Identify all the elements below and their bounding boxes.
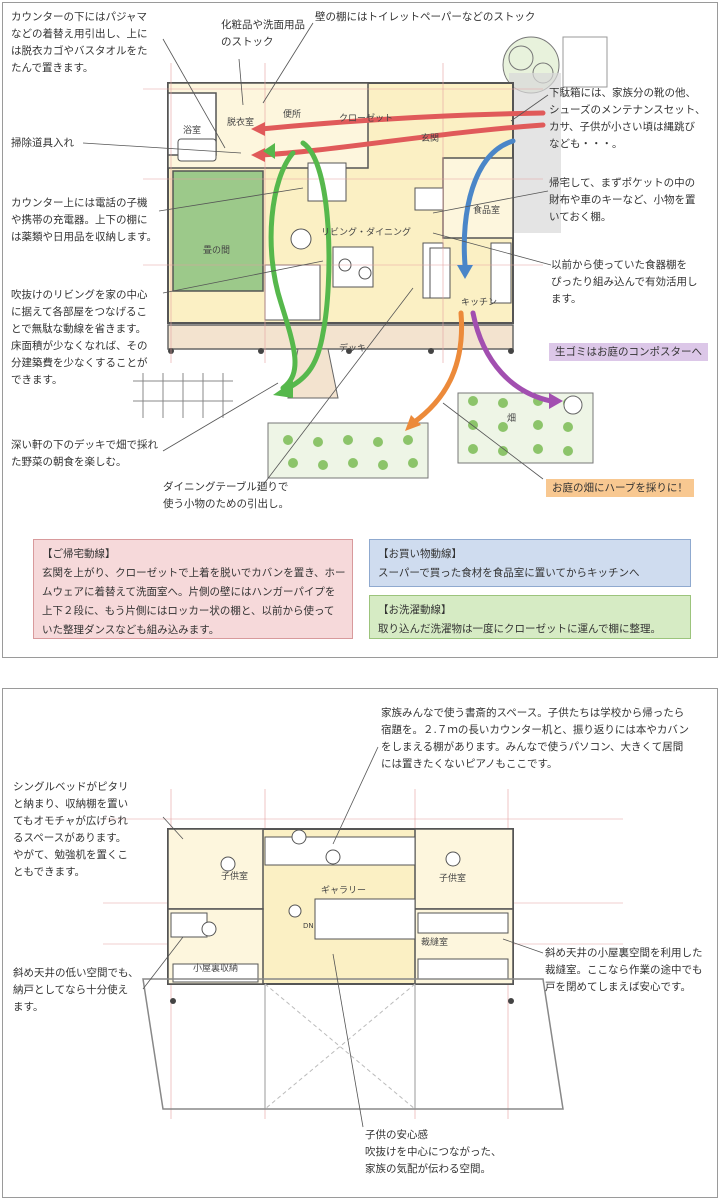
room-kodomo1: 子供室 (221, 872, 249, 882)
room-senmen: 脱衣室 (227, 118, 255, 128)
room-yokushitsu: 浴室 (183, 126, 202, 136)
note-cleaning: 掃除道具入れ (11, 137, 74, 149)
green-flow-line-2 (285, 140, 332, 391)
note-nando: 斜め天井の低い空間でも、 納戸としてなら十分使え ます。 (13, 967, 139, 1013)
floor1-plan-drawing (82, 22, 608, 486)
room-toilet: 便所 (283, 110, 302, 120)
room-living: リビング・ダイニング (321, 228, 412, 238)
room-hatake: 畑 (507, 414, 517, 424)
herb-tag: お庭の畑にハーブを採りに！ (546, 479, 694, 497)
note-pocket: 帰宅して、まずポケットの中の 財布や車のキーなど、小物を置 いておく棚。 (549, 177, 696, 223)
blue-flow-line (461, 138, 516, 268)
note-counter-phone: カウンター上には電話の子機 や携帯の充電器。上下の棚に は薬類や日用品を収納しま… (11, 197, 157, 243)
kaimono-flow-body: スーパーで買った食材を食品室に置いてからキッチンへ (378, 567, 640, 579)
note-single-bed: シングルベッドがピタリ と納まり、収納棚を置い てもオモチャが広げられ るスペー… (13, 781, 129, 878)
red-flow-line-1 (258, 110, 546, 132)
floor2-plan-drawing (103, 746, 623, 1128)
note-anshin: 子供の安心感 吹抜けを中心につながった、 家族の気配が伝わる空間。 (365, 1129, 502, 1175)
sentaku-flow-title: 【お洗濯動線】 (378, 604, 452, 616)
room-genkan: 玄関 (421, 134, 440, 144)
room-dn: DN (303, 922, 314, 930)
kitaku-flow-title: 【ご帰宅動線】 (42, 548, 116, 560)
note-toilet-shelf: 壁の棚にはトイレットペーパーなどのストック (315, 11, 536, 23)
room-shokuhinko: 食品室 (473, 206, 501, 216)
floor2-walls (142, 828, 564, 1110)
floor1-panel: 脱衣室 便所 クローゼット 玄関 浴室 畳の間 リビング・ダイニング 食品室 キ… (2, 2, 718, 658)
note-cosmetics: 化粧品や洗面用品 のストック (221, 19, 305, 48)
note-study: 家族みんなで使う書斎的スペース。子供たちは学校から帰ったら 宿題を。２.７ｍの長… (381, 707, 689, 770)
orange-flow-line (410, 310, 465, 426)
kaimono-flow-title: 【お買い物動線】 (378, 548, 462, 560)
kitaku-flow-box: 【ご帰宅動線】 玄関を上がり、クローゼットで上着を脱いでカバンを置き、ホー ムウ… (33, 539, 353, 639)
room-washitsu: 畳の間 (203, 246, 231, 256)
room-kitchen: キッチン (461, 298, 498, 308)
room-gallery: ギャラリー (321, 886, 367, 896)
approach-shade (509, 73, 561, 233)
kaimono-flow-box: 【お買い物動線】 スーパーで買った食材を食品室に置いてからキッチンへ (369, 539, 691, 587)
floor2-panel: 子供室 ギャラリー 子供室 小屋裏収納 裁縫室 DN 家族みんなで使う書斎的スペ… (2, 688, 718, 1198)
green-flow-line (268, 150, 298, 391)
note-shoebox: 下駄箱には、家族分の靴の他、 シューズのメンテナンスセット、 カサ、子供が小さい… (549, 87, 706, 150)
sentaku-flow-body: 取り込んだ洗濯物は一度にクローゼットに運んで棚に整理。 (378, 623, 661, 635)
leader-lines (82, 22, 552, 486)
kitaku-flow-body: 玄関を上がり、クローゼットで上着を脱いでカバンを置き、ホー ムウェアに着替えて洗… (42, 567, 346, 636)
purple-flow-line (470, 310, 554, 404)
note-dish-shelf: 以前から使っていた食器棚を ぴったり組み込んで有効活用し ます。 (551, 259, 698, 305)
compost-tag: 生ゴミはお庭のコンポスターへ (549, 343, 708, 361)
flow-arrows (251, 110, 563, 431)
room-deck: デッキ (339, 344, 367, 354)
leader-lines-2 (142, 746, 544, 1128)
room-saihou: 裁縫室 (421, 938, 449, 948)
note-sewing: 斜め天井の小屋裏空間を利用した 裁縫室。ここなら作業の途中でも 戸を閉めてしまえ… (545, 947, 703, 993)
note-fukinuke: 吹抜けのリビングを家の中心 に据えて各部屋をつなげるこ とで無駄な動線を省きます… (11, 289, 148, 386)
room-kodomo2: 子供室 (439, 874, 467, 884)
note-deck: 深い軒の下のデッキで畑で採れ た野菜の朝食を楽しむ。 (11, 439, 158, 468)
room-closet: クローゼット (339, 114, 394, 124)
note-drawer: ダイニングテーブル廻りで 使う小物のための引出し。 (163, 481, 289, 510)
room-koyaura: 小屋裏収納 (193, 964, 239, 974)
note-pajama: カウンターの下にはパジャマ などの着替え用引出し、上に は脱衣カゴやバスタオルを… (11, 11, 148, 74)
sentaku-flow-box: 【お洗濯動線】 取り込んだ洗濯物は一度にクローゼットに運んで棚に整理。 (369, 595, 691, 639)
